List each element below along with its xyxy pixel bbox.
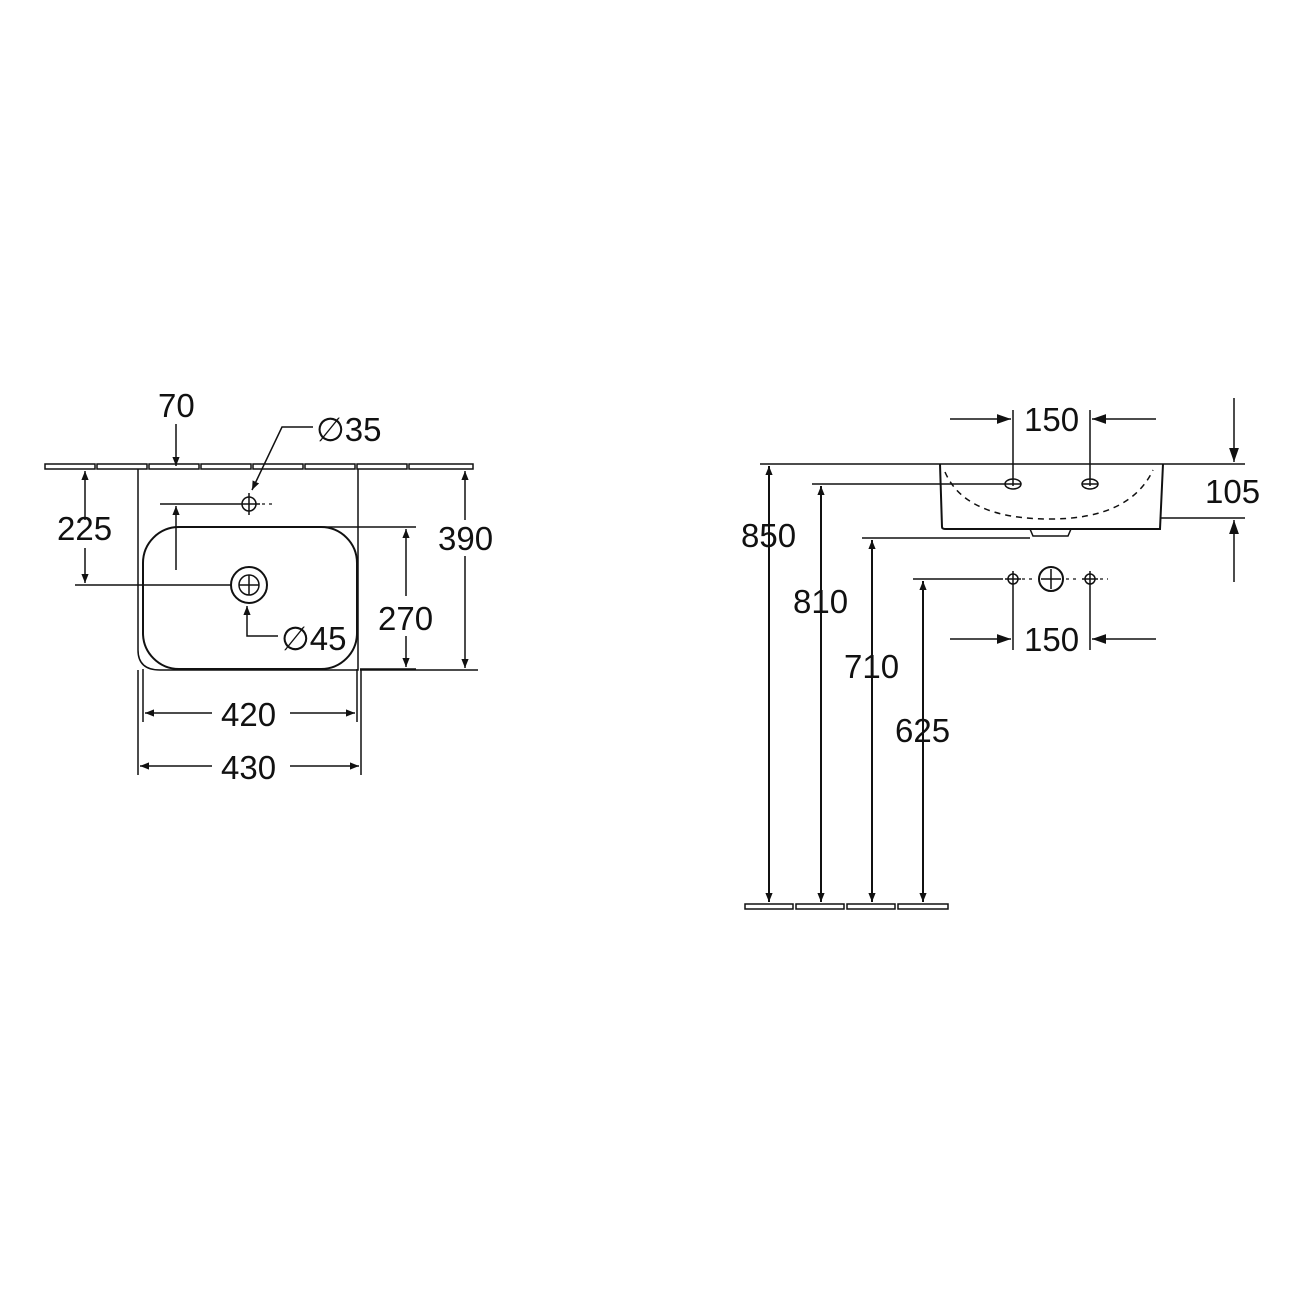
dim-wall-to-waste: 225 <box>57 510 112 547</box>
dim-tap-offset: 70 <box>158 387 195 424</box>
dim-width-inner: 420 <box>221 696 276 733</box>
tap-right-icon <box>1082 571 1098 587</box>
top-wall <box>44 463 474 470</box>
dim-height-710: 710 <box>844 648 899 685</box>
dim-tap-spacing-top: 150 <box>1024 401 1079 438</box>
basin-side-outline <box>939 463 1164 530</box>
dim-depth-outer: 390 <box>438 520 493 557</box>
dim-tap-hole: ∅35 <box>316 411 381 448</box>
dim-height-625: 625 <box>895 712 950 749</box>
floor <box>744 903 949 910</box>
dim-depth-bowl: 270 <box>378 600 433 637</box>
dim-width-outer: 430 <box>221 749 276 786</box>
dim-basin-height: 105 <box>1205 473 1260 510</box>
dim-tap-spacing-bottom: 150 <box>1024 621 1079 658</box>
top-view: 70 ∅35 ∅45 225 390 270 420 430 <box>44 387 493 786</box>
bowl-outline <box>142 526 358 670</box>
dim-height-810: 810 <box>793 583 848 620</box>
tap-hole-icon <box>238 493 272 515</box>
dim-height-850: 850 <box>741 517 796 554</box>
basin-outline <box>137 469 359 671</box>
dim-waste: ∅45 <box>281 620 346 657</box>
side-view: 150 105 850 810 710 625 <box>741 398 1260 910</box>
waste-icon <box>230 566 268 604</box>
waste-side-icon <box>1038 566 1064 592</box>
bowl-hidden-outline <box>944 469 1154 520</box>
tap-left-icon <box>1005 571 1021 587</box>
